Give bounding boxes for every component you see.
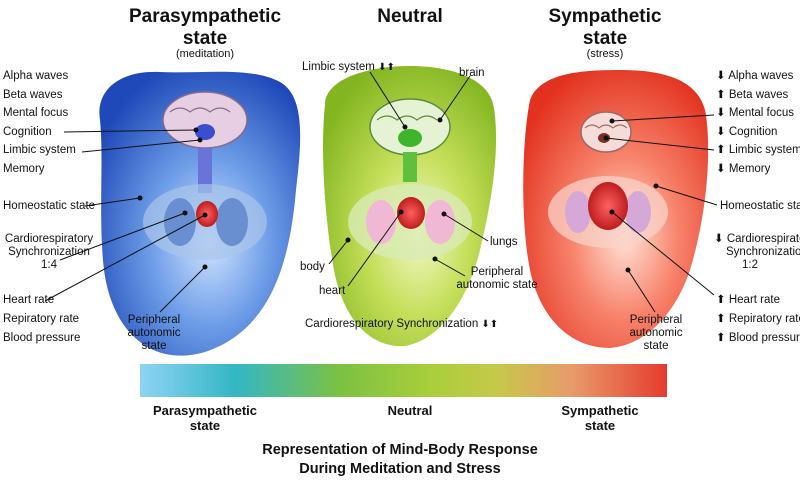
neutral-brain-label: brain [459,67,485,79]
arrow-up-icon: ⬆ [716,88,726,101]
sympathetic-labels: ⬇ Alpha waves ⬆ Beta waves ⬇ Mental focu… [716,69,800,180]
parasympathetic-subtitle: (meditation) [175,48,235,60]
caption-line1: Representation of Mind-Body Response [262,442,538,458]
arrow-down-icon: ⬇ [716,70,726,82]
sympathetic-peripheral-line1: Peripheral [629,314,683,326]
parasympathetic-cardio-line2: Synchronization [8,246,90,258]
sympathetic-subtitle: (stress) [586,48,624,60]
neutral-lung-left-icon [366,200,396,244]
sympathetic-label-cognition: ⬇ Cognition [716,125,778,138]
parasympathetic-cardio-ratio: 1:4 [41,259,57,271]
sympathetic-heart-icon [588,182,628,230]
parasympathetic-title-line2: state [182,28,228,49]
sympathetic-brain-icon [580,111,632,153]
neutral-peripheral-line1: Peripheral [470,266,524,278]
sympathetic-label-memory: ⬇ Memory [716,162,771,175]
neutral-heart-label: heart [319,285,346,297]
sympathetic-label-alpha-waves: ⬇ Alpha waves [716,70,794,82]
parasympathetic-label-limbic-system: Limbic system [3,144,76,156]
parasympathetic-cardio-line1: Cardiorespiratory [4,233,94,245]
parasympathetic-vital-blood-pressure: Blood pressure [3,332,81,344]
sympathetic-vital-blood-pressure: ⬆ Blood pressure [716,332,800,344]
scale-left-line2: state [189,418,221,433]
arrow-down-icon: ⬇ [716,162,726,175]
sympathetic-title: Sympathetic state [520,6,690,50]
parasympathetic-label-mental-focus: Mental focus [3,107,69,119]
parasympathetic-body-figure [99,71,301,356]
neutral-limbic-text: Limbic system [302,61,375,73]
neutral-cardio-arrows-icon: ⬇⬆ [481,319,499,330]
sympathetic-cardio-line1: ⬇ Cardiorespiratory [714,233,800,245]
state-gradient-scale [140,364,667,397]
neutral-body-figure [323,66,497,347]
neutral-title: Neutral [377,6,443,27]
parasympathetic-peripheral-label: Peripheral autonomic state [118,314,190,353]
parasympathetic-labels: Alpha waves Beta waves Mental focus Cogn… [3,69,76,180]
parasympathetic-label-memory: Memory [3,162,45,175]
parasympathetic-title-line1: Parasympathetic [128,6,282,27]
scale-right-line2: state [584,418,616,433]
scale-label-sympathetic: Sympathetic state [540,403,660,433]
sympathetic-cardio-label: ⬇ Cardiorespiratory Synchronization 1:2 [714,233,800,272]
sympathetic-label-beta-waves: ⬆ Beta waves [716,88,789,101]
sympathetic-vitals: ⬆ Heart rate ⬆ Repiratory rate ⬆ Blood p… [716,293,800,350]
parasympathetic-vital-heart-rate: Heart rate [3,294,55,306]
sympathetic-cardio-ratio: 1:2 [742,259,758,271]
sympathetic-peripheral-line3: state [643,340,669,352]
neutral-body-label: body [300,261,325,273]
arrow-down-icon: ⬇ [716,107,726,119]
sympathetic-homeostatic-label: Homeostatic state [720,200,800,212]
neutral-limbic-label: Limbic system ⬇⬆ [302,60,395,75]
parasympathetic-peripheral-line3: state [141,340,167,352]
scale-label-parasympathetic: Parasympathetic state [140,403,270,433]
neutral-cardio-label: Cardiorespiratory Synchronization ⬇⬆ [305,317,498,332]
parasympathetic-label-alpha-waves: Alpha waves [3,70,69,82]
sympathetic-body-figure [523,70,709,348]
parasympathetic-lung-right-icon [216,198,248,246]
parasympathetic-label-cognition: Cognition [3,125,52,138]
sympathetic-label-limbic-system: ⬆ Limbic system [716,144,800,156]
leader-lines [44,71,718,313]
scale-label-neutral: Neutral [387,403,433,418]
caption-line2: During Meditation and Stress [299,461,501,477]
sympathetic-vital-respiratory-rate: ⬆ Repiratory rate [716,313,800,325]
scale-left-line1: Parasympathetic [152,403,258,418]
neutral-lungs-label: lungs [490,236,518,248]
neutral-peripheral-label: Peripheral autonomic state [447,266,547,292]
parasympathetic-homeostatic-label: Homeostatic state [3,200,96,212]
neutral-heart-icon [397,197,425,229]
parasympathetic-peripheral-line2: autonomic [127,327,181,339]
arrow-up-icon: ⬆ [716,294,726,306]
sympathetic-title-line1: Sympathetic [548,6,662,27]
parasympathetic-lung-left-icon [164,198,196,246]
parasympathetic-label-beta-waves: Beta waves [3,88,63,101]
parasympathetic-peripheral-line1: Peripheral [127,314,181,326]
sympathetic-label-mental-focus: ⬇ Mental focus [716,107,795,119]
sympathetic-peripheral-line2: autonomic [629,327,683,339]
arrow-up-icon: ⬆ [716,144,726,156]
neutral-limbic-arrows-icon: ⬇⬆ [378,62,395,73]
sympathetic-title-line2: state [582,28,628,49]
sympathetic-lung-right-icon [625,191,651,233]
sympathetic-peripheral-label: Peripheral autonomic state [620,314,692,353]
neutral-lung-right-icon [425,200,455,244]
sympathetic-cardio-line2: Synchronization [726,246,800,258]
parasympathetic-vital-respiratory-rate: Repiratory rate [3,313,80,325]
neutral-peripheral-line2: autonomic state [456,279,538,291]
diagram-caption: Representation of Mind-Body Response Dur… [0,441,800,479]
arrow-down-icon: ⬇ [714,233,724,245]
arrow-up-icon: ⬆ [716,332,726,344]
sympathetic-vital-heart-rate: ⬆ Heart rate [716,294,780,306]
parasympathetic-cardio-label: Cardiorespiratory Synchronization 1:4 [3,233,95,272]
parasympathetic-title: Parasympathetic state [110,6,300,50]
arrow-down-icon: ⬇ [716,125,726,138]
sympathetic-lung-left-icon [565,191,591,233]
parasympathetic-vitals: Heart rate Repiratory rate Blood pressur… [3,293,80,350]
scale-right-line1: Sympathetic [561,403,639,418]
neutral-cardio-text: Cardiorespiratory Synchronization [305,318,479,330]
arrow-up-icon: ⬆ [716,313,726,325]
